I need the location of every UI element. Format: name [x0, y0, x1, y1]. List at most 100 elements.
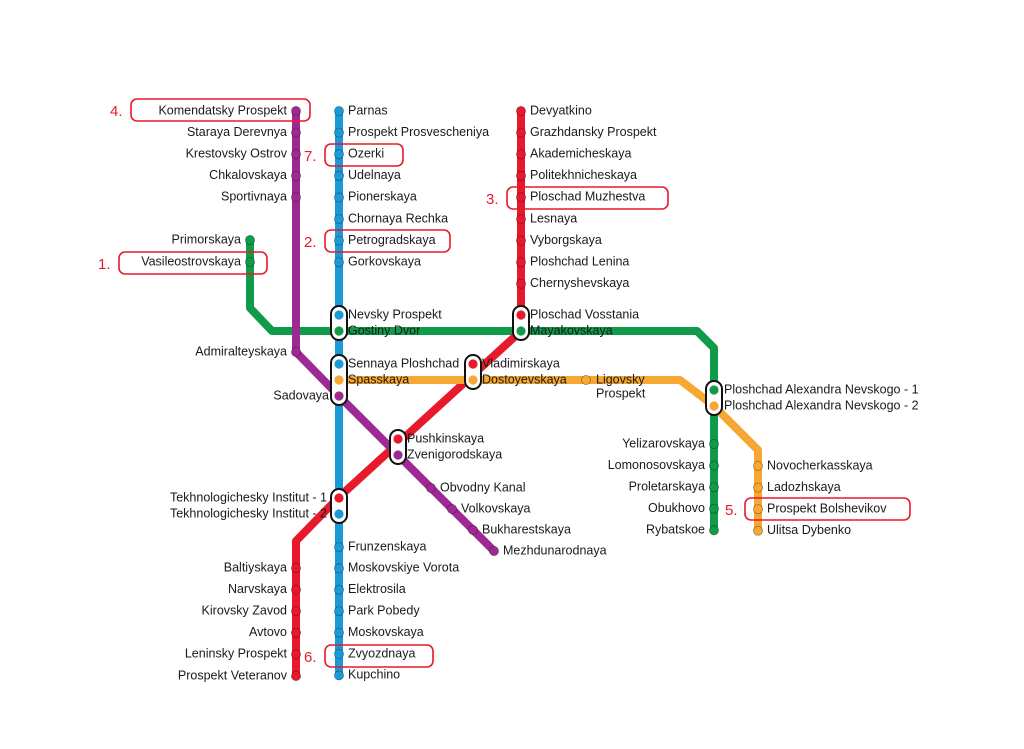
yelizarovskaya-label[interactable]: Yelizarovskaya — [622, 436, 705, 450]
vasileostrovskaya-station-marker[interactable] — [244, 256, 255, 267]
ploschad-muzhestva-label[interactable]: Ploschad Muzhestva — [530, 190, 645, 204]
prospekt-prosvescheniya-station-marker[interactable] — [333, 127, 344, 138]
avtovo-station-marker[interactable] — [290, 627, 301, 638]
dostoyevskaya-label[interactable]: Dostoyevskaya — [482, 372, 567, 386]
zvyozdnaya-station-marker[interactable] — [333, 649, 344, 660]
vladimirskaya-label[interactable]: Vladimirskaya — [482, 356, 560, 370]
tekhnologichesky-institut-2-label[interactable]: Tekhnologichesky Institut - 2 — [170, 506, 327, 520]
obvodny-kanal-label[interactable]: Obvodny Kanal — [440, 480, 525, 494]
rybatskoe-station-marker[interactable] — [709, 525, 720, 536]
nevsky-prospekt-label[interactable]: Nevsky Prospekt — [348, 307, 442, 321]
sennaya-ploshchad-station-marker[interactable] — [334, 359, 344, 369]
politekhnicheskaya-label[interactable]: Politekhnicheskaya — [530, 168, 637, 182]
park-pobedy-label[interactable]: Park Pobedy — [348, 603, 420, 617]
proletarskaya-label[interactable]: Proletarskaya — [629, 479, 705, 493]
akademicheskaya-label[interactable]: Akademicheskaya — [530, 146, 631, 160]
grazhdansky-prospekt-label[interactable]: Grazhdansky Prospekt — [530, 125, 657, 139]
ploshchad-alexandra-nevskogo-2-station-marker[interactable] — [709, 401, 719, 411]
petrogradskaya-label[interactable]: Petrogradskaya — [348, 233, 436, 247]
zvenigorodskaya-label[interactable]: Zvenigorodskaya — [407, 447, 502, 461]
vladimirskaya-station-marker[interactable] — [468, 359, 478, 369]
ploschad-muzhestva-station-marker[interactable] — [516, 192, 527, 203]
udelnaya-label[interactable]: Udelnaya — [348, 168, 401, 182]
obukhovo-label[interactable]: Obukhovo — [648, 501, 705, 515]
krestovsky-ostrov-station-marker[interactable] — [290, 149, 301, 160]
ploshchad-lenina-station-marker[interactable] — [516, 257, 527, 268]
primorskaya-station-marker[interactable] — [244, 234, 255, 245]
obukhovo-station-marker[interactable] — [709, 503, 720, 514]
ploshchad-lenina-label[interactable]: Ploshchad Lenina — [530, 254, 629, 268]
mayakovskaya-station-marker[interactable] — [516, 326, 526, 336]
ploschad-vosstania-label[interactable]: Ploschad Vosstania — [530, 307, 639, 321]
prospekt-veteranov-label[interactable]: Prospekt Veteranov — [178, 668, 288, 682]
prospekt-bolshevikov-label[interactable]: Prospekt Bolshevikov — [767, 501, 887, 515]
frunzenskaya-station-marker[interactable] — [333, 542, 344, 553]
tekhnologichesky-institut-1-label[interactable]: Tekhnologichesky Institut - 1 — [170, 490, 327, 504]
baltiyskaya-label[interactable]: Baltiyskaya — [224, 560, 287, 574]
park-pobedy-station-marker[interactable] — [333, 606, 344, 617]
sadovaya-label[interactable]: Sadovaya — [273, 388, 329, 402]
proletarskaya-station-marker[interactable] — [709, 482, 720, 493]
chernyshevskaya-station-marker[interactable] — [516, 278, 527, 289]
bukharestskaya-label[interactable]: Bukharestskaya — [482, 522, 571, 536]
pushkinskaya-station-marker[interactable] — [393, 434, 403, 444]
volkovskaya-label[interactable]: Volkovskaya — [461, 501, 531, 515]
kirovsky-zavod-label[interactable]: Kirovsky Zavod — [202, 603, 287, 617]
zvyozdnaya-label[interactable]: Zvyozdnaya — [348, 646, 415, 660]
volkovskaya-station-marker[interactable] — [446, 503, 457, 514]
politekhnicheskaya-station-marker[interactable] — [516, 170, 527, 181]
chkalovskaya-label[interactable]: Chkalovskaya — [209, 168, 287, 182]
gorkovskaya-label[interactable]: Gorkovskaya — [348, 254, 421, 268]
devyatkino-station-marker[interactable] — [516, 106, 527, 117]
bukharestskaya-station-marker[interactable] — [467, 525, 478, 536]
lomonosovskaya-station-marker[interactable] — [709, 460, 720, 471]
elektrosila-label[interactable]: Elektrosila — [348, 582, 406, 596]
ligovsky-prospekt-2-label[interactable]: Prospekt — [596, 386, 646, 400]
lesnaya-station-marker[interactable] — [516, 213, 527, 224]
ligovsky-label[interactable]: Ligovsky — [596, 372, 645, 386]
nevsky-prospekt-station-marker[interactable] — [334, 310, 344, 320]
chernyshevskaya-label[interactable]: Chernyshevskaya — [530, 276, 629, 290]
parnas-station-marker[interactable] — [333, 106, 344, 117]
ladozhskaya-station-marker[interactable] — [753, 482, 764, 493]
spasskaya-label[interactable]: Spasskaya — [348, 372, 409, 386]
udelnaya-station-marker[interactable] — [333, 170, 344, 181]
sadovaya-station-marker[interactable] — [334, 391, 344, 401]
baltiyskaya-station-marker[interactable] — [290, 563, 301, 574]
sportivnaya-label[interactable]: Sportivnaya — [221, 190, 287, 204]
zvenigorodskaya-station-marker[interactable] — [393, 450, 403, 460]
admiralteyskaya-station-marker[interactable] — [290, 346, 301, 357]
parnas-label[interactable]: Parnas — [348, 103, 388, 117]
moskovskiye-vorota-label[interactable]: Moskovskiye Vorota — [348, 561, 459, 575]
kupchino-station-marker[interactable] — [333, 670, 344, 681]
elektrosila-station-marker[interactable] — [333, 584, 344, 595]
dostoyevskaya-station-marker[interactable] — [468, 375, 478, 385]
komendatsky-prospekt-station-marker[interactable] — [290, 106, 301, 117]
ploshchad-alexandra-nevskogo-1-station-marker[interactable] — [709, 385, 719, 395]
lesnaya-label[interactable]: Lesnaya — [530, 211, 577, 225]
moskovskaya-station-marker[interactable] — [333, 627, 344, 638]
avtovo-label[interactable]: Avtovo — [249, 625, 287, 639]
obvodny-kanal-station-marker[interactable] — [425, 482, 436, 493]
vasileostrovskaya-label[interactable]: Vasileostrovskaya — [141, 254, 241, 268]
ladozhskaya-label[interactable]: Ladozhskaya — [767, 480, 841, 494]
ulitsa-dybenko-label[interactable]: Ulitsa Dybenko — [767, 523, 851, 537]
vyborgskaya-station-marker[interactable] — [516, 235, 527, 246]
moskovskiye-vorota-station-marker[interactable] — [333, 563, 344, 574]
spasskaya-station-marker[interactable] — [334, 375, 344, 385]
pionerskaya-label[interactable]: Pionerskaya — [348, 190, 417, 204]
pushkinskaya-label[interactable]: Pushkinskaya — [407, 431, 484, 445]
sportivnaya-station-marker[interactable] — [290, 192, 301, 203]
akademicheskaya-station-marker[interactable] — [516, 149, 527, 160]
novocherkasskaya-station-marker[interactable] — [753, 460, 764, 471]
grazhdansky-prospekt-station-marker[interactable] — [516, 127, 527, 138]
chornaya-rechka-station-marker[interactable] — [333, 213, 344, 224]
leninsky-prospekt-station-marker[interactable] — [290, 649, 301, 660]
sennaya-ploshchad-label[interactable]: Sennaya Ploshchad — [348, 356, 459, 370]
tekhnologichesky-institut-2-station-marker[interactable] — [334, 509, 344, 519]
ploshchad-alexandra-nevskogo-1-label[interactable]: Ploshchad Alexandra Nevskogo - 1 — [724, 382, 919, 396]
kirovsky-zavod-station-marker[interactable] — [290, 606, 301, 617]
ploschad-vosstania-station-marker[interactable] — [516, 310, 526, 320]
kupchino-label[interactable]: Kupchino — [348, 668, 400, 682]
yelizarovskaya-station-marker[interactable] — [709, 438, 720, 449]
